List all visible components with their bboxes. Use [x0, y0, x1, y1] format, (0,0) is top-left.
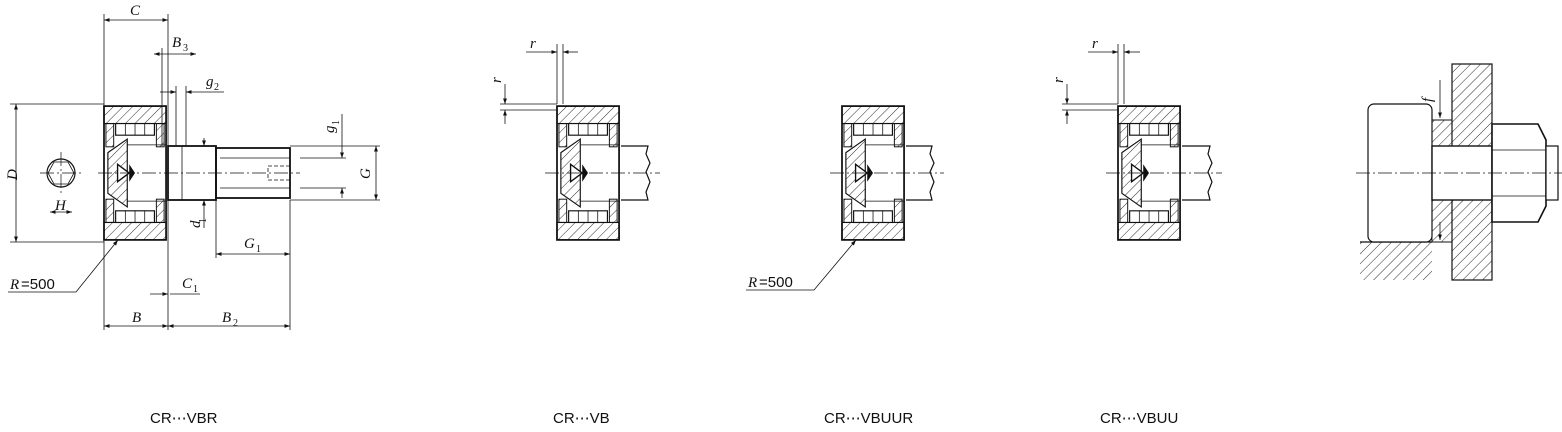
label-g1-upper-sub: 1 — [256, 244, 261, 255]
label-r-top-2: r — [530, 36, 536, 52]
stud-stub-4 — [1182, 145, 1213, 201]
label-g: G — [358, 168, 374, 179]
bearing-section-2 — [556, 105, 620, 241]
label-b3: B — [172, 35, 181, 51]
view-cr-vbuur: R =500 CR⋯VBUUR — [746, 105, 944, 427]
label-r-letter: R — [9, 277, 19, 293]
view-cr-vb: r r CR⋯VB — [489, 36, 660, 427]
label-b2: B — [222, 310, 231, 326]
label-r-value-3: =500 — [759, 274, 793, 291]
base-surface — [1360, 242, 1432, 280]
label-g1: g — [322, 125, 338, 133]
dimensions-4: r r — [1051, 36, 1140, 124]
label-c: C — [130, 3, 141, 19]
bearing-section-4 — [1117, 105, 1181, 241]
dimensions-1 — [8, 14, 380, 330]
label-d1-sub: 1 — [198, 218, 209, 223]
label-f: f — [1420, 96, 1436, 102]
labels-1: C B 3 g 2 D H d 1 g 1 G G 1 C 1 B B 2 R … — [5, 3, 374, 329]
label-g1-sub: 1 — [331, 120, 342, 125]
caption-cr-vbuur: CR⋯VBUUR — [824, 410, 913, 427]
label-g2-sub: 2 — [214, 82, 219, 93]
view-cr-vbuu: r r CR⋯VBUU — [1051, 36, 1222, 427]
label-r-side-4: r — [1051, 77, 1067, 83]
label-r-top-4: r — [1092, 36, 1098, 52]
bearing-section-3 — [841, 105, 905, 241]
label-c1: C — [182, 276, 193, 292]
stud-1 — [98, 145, 300, 201]
stud-stub-2 — [621, 145, 651, 201]
label-d1: d — [188, 220, 204, 228]
caption-cr-vb: CR⋯VB — [553, 410, 610, 427]
label-b: B — [132, 310, 141, 326]
view-cr-vbr: C B 3 g 2 D H d 1 g 1 G G 1 C 1 B B 2 R … — [5, 3, 380, 427]
label-g1-upper: G — [244, 236, 255, 252]
label-r-value: =500 — [21, 276, 55, 293]
dimensions-2: r r — [489, 36, 578, 124]
label-d: D — [5, 169, 21, 181]
view-mounting: f — [1356, 63, 1562, 281]
stud-stub-3 — [906, 145, 935, 201]
label-r-side-2: r — [489, 77, 505, 83]
caption-cr-vbr: CR⋯VBR — [150, 410, 218, 427]
bearing-section-1 — [103, 105, 167, 241]
label-r-letter-3: R — [747, 275, 757, 291]
hex-socket-end-view — [40, 152, 82, 194]
label-h: H — [54, 198, 67, 214]
label-b3-sub: 3 — [183, 43, 188, 54]
caption-cr-vbuu: CR⋯VBUU — [1100, 410, 1178, 427]
label-b2-sub: 2 — [233, 318, 238, 329]
label-g2: g — [206, 74, 214, 90]
label-c1-sub: 1 — [193, 284, 198, 295]
